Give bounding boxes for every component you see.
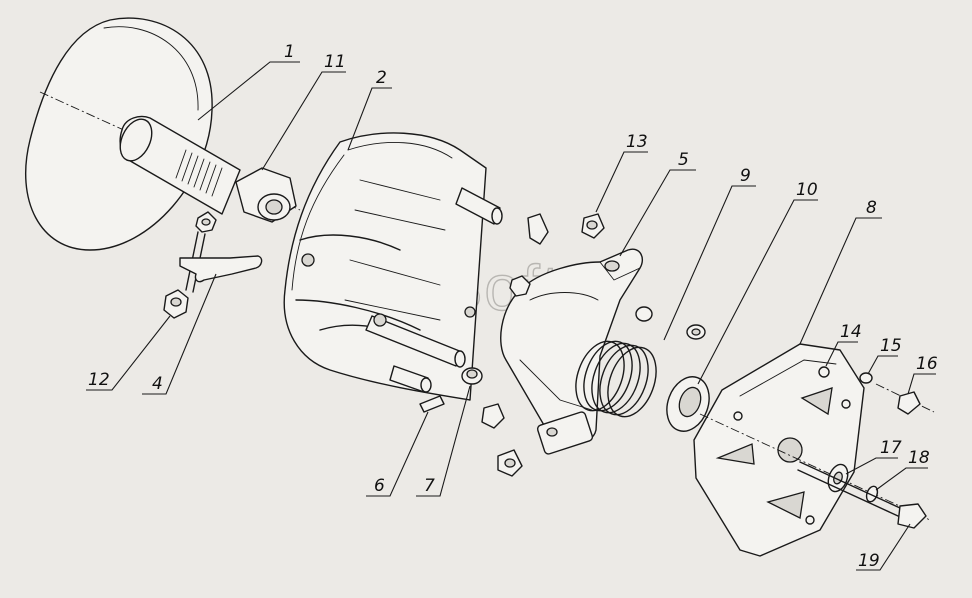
callout-10: 10: [796, 180, 818, 200]
fastener-nut-b: [509, 275, 531, 297]
part-2-housing: [283, 132, 503, 401]
callout-9: 9: [740, 166, 751, 186]
callout-16: 16: [916, 354, 938, 374]
part-6-pin: [419, 395, 445, 413]
callout-8: 8: [866, 198, 877, 218]
fastener-nut-e: [635, 306, 653, 322]
callout-6: 6: [374, 476, 385, 496]
callout-4: 4: [152, 374, 163, 394]
callout-1: 1: [284, 42, 295, 62]
callout-labels: 1 2 4 5 6 7 8 9 10 11 12 13 14 15 16 17 …: [88, 42, 938, 571]
callout-12: 12: [88, 370, 110, 390]
part-15-washer: [859, 372, 873, 384]
callout-18: 18: [908, 448, 930, 468]
part-9-spring: [575, 340, 657, 418]
part-18-spring-washer: [865, 485, 879, 503]
fastener-screw-a: [527, 213, 549, 245]
part-1-pulley-disc: [25, 17, 301, 251]
part-10-seal-ring: [666, 376, 710, 432]
callout-2: 2: [376, 68, 387, 88]
part-11-nut: [235, 167, 297, 223]
callout-7: 7: [424, 476, 435, 496]
part-19-bolt: [797, 461, 927, 529]
part-5-bracket: [500, 248, 644, 455]
callout-14: 14: [840, 322, 862, 342]
leader-lines: [86, 61, 936, 571]
callout-5: 5: [678, 150, 689, 170]
callout-11: 11: [324, 52, 346, 72]
part-7-bushing: [461, 367, 483, 385]
callout-13: 13: [626, 132, 648, 152]
callout-19: 19: [858, 551, 880, 571]
fastener-bolt-d: [497, 449, 523, 477]
fastener-washer-f: [686, 324, 706, 340]
part-16-bolt: [875, 383, 935, 415]
callout-17: 17: [880, 438, 902, 458]
part-13-bolt: [581, 213, 605, 239]
fastener-bolt-c: [481, 403, 505, 429]
part-4-lever: [179, 255, 263, 283]
callout-15: 15: [880, 336, 902, 356]
